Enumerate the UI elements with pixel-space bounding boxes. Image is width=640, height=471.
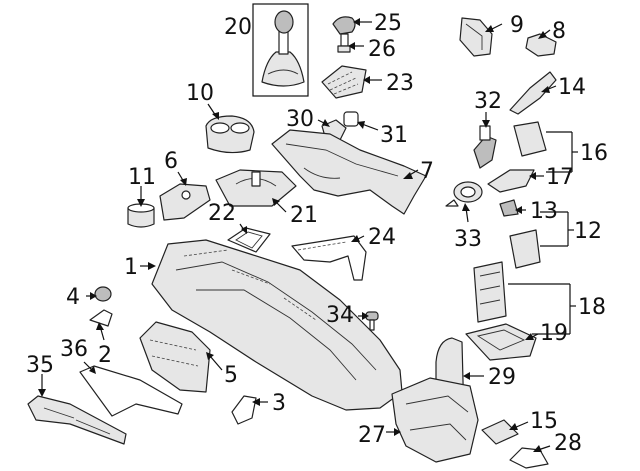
callout-29: 29 bbox=[488, 365, 516, 390]
callout-3: 3 bbox=[272, 391, 286, 416]
callout-35: 35 bbox=[26, 353, 54, 378]
part-22-bezel bbox=[227, 227, 271, 253]
part-17-bracket bbox=[487, 169, 535, 193]
callout-19: 19 bbox=[540, 321, 568, 346]
callout-labels: 1 2 3 4 5 6 7 8 9 10 11 12 13 14 15 16 1… bbox=[26, 11, 608, 456]
part-27-rear-console bbox=[391, 377, 479, 463]
part-15-pad bbox=[481, 419, 519, 445]
callout-14: 14 bbox=[558, 75, 586, 100]
part-5-side-panel bbox=[139, 321, 211, 393]
callout-9: 9 bbox=[510, 13, 524, 38]
part-21-boot-frame bbox=[215, 169, 297, 207]
part-14-trim bbox=[509, 71, 557, 115]
callout-2: 2 bbox=[98, 343, 112, 368]
callout-18: 18 bbox=[578, 295, 606, 320]
callout-12: 12 bbox=[574, 219, 602, 244]
part-18-vent bbox=[473, 261, 507, 323]
callout-4: 4 bbox=[66, 285, 80, 310]
part-34-pin bbox=[365, 311, 379, 331]
part-13-clip bbox=[499, 199, 519, 217]
callout-23: 23 bbox=[386, 71, 414, 96]
part-3-clip bbox=[231, 395, 257, 425]
callout-13: 13 bbox=[530, 199, 558, 224]
callout-21: 21 bbox=[290, 203, 318, 228]
callout-10: 10 bbox=[186, 81, 214, 106]
callout-36: 36 bbox=[60, 337, 88, 362]
part-9-bracket bbox=[459, 17, 493, 57]
part-10-cup-holder bbox=[205, 115, 255, 154]
part-7-upper-console bbox=[271, 129, 427, 215]
callout-6: 6 bbox=[164, 149, 178, 174]
leader-lines bbox=[38, 18, 578, 452]
callout-24: 24 bbox=[368, 225, 396, 250]
part-2-bracket bbox=[89, 309, 113, 327]
callout-7: 7 bbox=[420, 159, 434, 184]
part-23-shift-indicator bbox=[321, 65, 367, 99]
callout-34: 34 bbox=[326, 303, 354, 328]
part-33-ring bbox=[445, 181, 483, 207]
callout-30: 30 bbox=[286, 107, 314, 132]
callout-8: 8 bbox=[552, 19, 566, 44]
callout-5: 5 bbox=[224, 363, 238, 388]
callout-22: 22 bbox=[208, 201, 236, 226]
callout-17: 17 bbox=[546, 165, 574, 190]
part-31-bulb bbox=[343, 111, 359, 127]
part-11-cup bbox=[127, 203, 155, 228]
part-1-console bbox=[151, 239, 403, 411]
part-4-knob bbox=[94, 286, 112, 302]
callout-26: 26 bbox=[368, 37, 396, 62]
part-19-tray bbox=[465, 323, 537, 361]
callout-20: 20 bbox=[224, 15, 252, 40]
callout-27: 27 bbox=[358, 423, 386, 448]
part-16-bezel bbox=[513, 121, 547, 157]
part-12-panel bbox=[509, 229, 541, 269]
part-32-socket bbox=[473, 125, 497, 169]
callout-16: 16 bbox=[580, 141, 608, 166]
callout-25: 25 bbox=[374, 11, 402, 36]
callout-32: 32 bbox=[474, 89, 502, 114]
part-24-bracket bbox=[291, 235, 367, 281]
callout-33: 33 bbox=[454, 227, 482, 252]
part-26-shift-shaft bbox=[337, 33, 351, 53]
part-35-rail bbox=[27, 395, 127, 445]
callout-28: 28 bbox=[554, 431, 582, 456]
callout-15: 15 bbox=[530, 409, 558, 434]
callout-11: 11 bbox=[128, 165, 156, 190]
part-25-shift-knob bbox=[332, 16, 356, 35]
part-36-trim bbox=[79, 365, 183, 417]
callout-31: 31 bbox=[380, 123, 408, 148]
part-20-shift-boot bbox=[252, 3, 309, 97]
part-28-bracket bbox=[509, 447, 549, 469]
part-6-cover bbox=[159, 183, 211, 221]
part-8-clip bbox=[525, 33, 557, 57]
callout-1: 1 bbox=[124, 255, 138, 280]
